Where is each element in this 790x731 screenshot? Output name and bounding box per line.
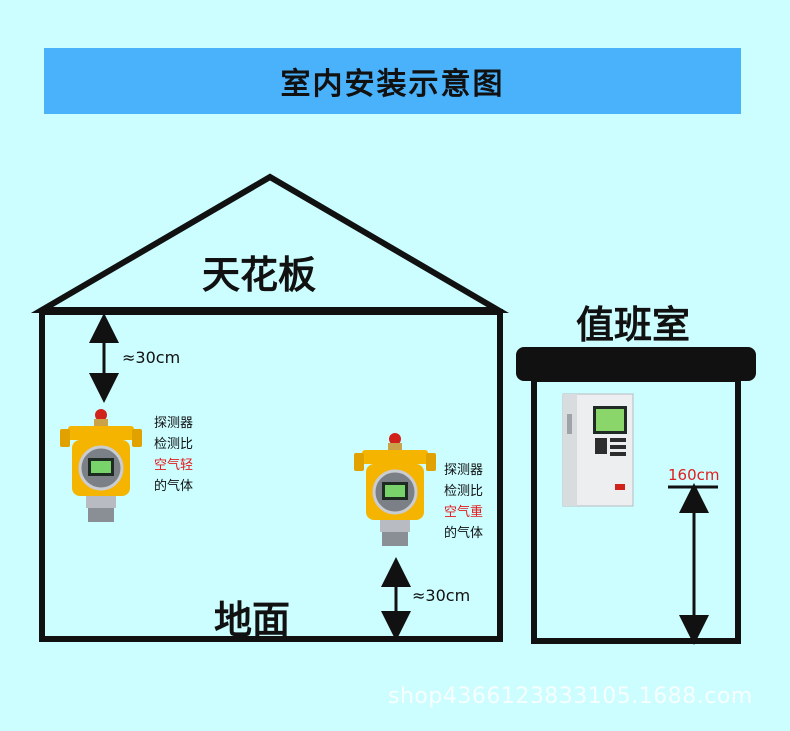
title-banner: 室内安装示意图	[44, 48, 741, 114]
caption-line: 探测器	[154, 416, 194, 431]
detector-heavy-caption: 探测器 检测比 空气重 的气体	[444, 460, 483, 544]
house-body	[39, 309, 503, 642]
caption-line: 的气体	[154, 479, 194, 494]
caption-highlight: 空气重	[444, 505, 484, 520]
top-distance-label: ≈30cm	[122, 348, 181, 367]
gas-detector-heavy	[354, 433, 436, 546]
caption-highlight: 空气轻	[154, 458, 194, 473]
duty-room-body	[531, 376, 741, 644]
duty-room-roof	[516, 347, 756, 381]
duty-room-label: 值班室	[576, 303, 691, 347]
gas-detector-light	[60, 409, 142, 522]
alarm-controller	[562, 393, 634, 507]
height-label: 160cm	[668, 466, 720, 484]
floor-label: 地面	[214, 598, 291, 642]
ceiling-label: 天花板	[202, 253, 317, 297]
caption-line: 探测器	[444, 463, 484, 478]
detector-light-caption: 探测器 检测比 空气轻 的气体	[154, 413, 193, 497]
watermark: shop4366123833105.1688.com	[388, 684, 753, 709]
caption-line: 的气体	[444, 526, 484, 541]
bottom-distance-label: ≈30cm	[412, 586, 471, 605]
page-title: 室内安装示意图	[280, 67, 505, 102]
caption-line: 检测比	[154, 437, 194, 452]
caption-line: 检测比	[444, 484, 484, 499]
